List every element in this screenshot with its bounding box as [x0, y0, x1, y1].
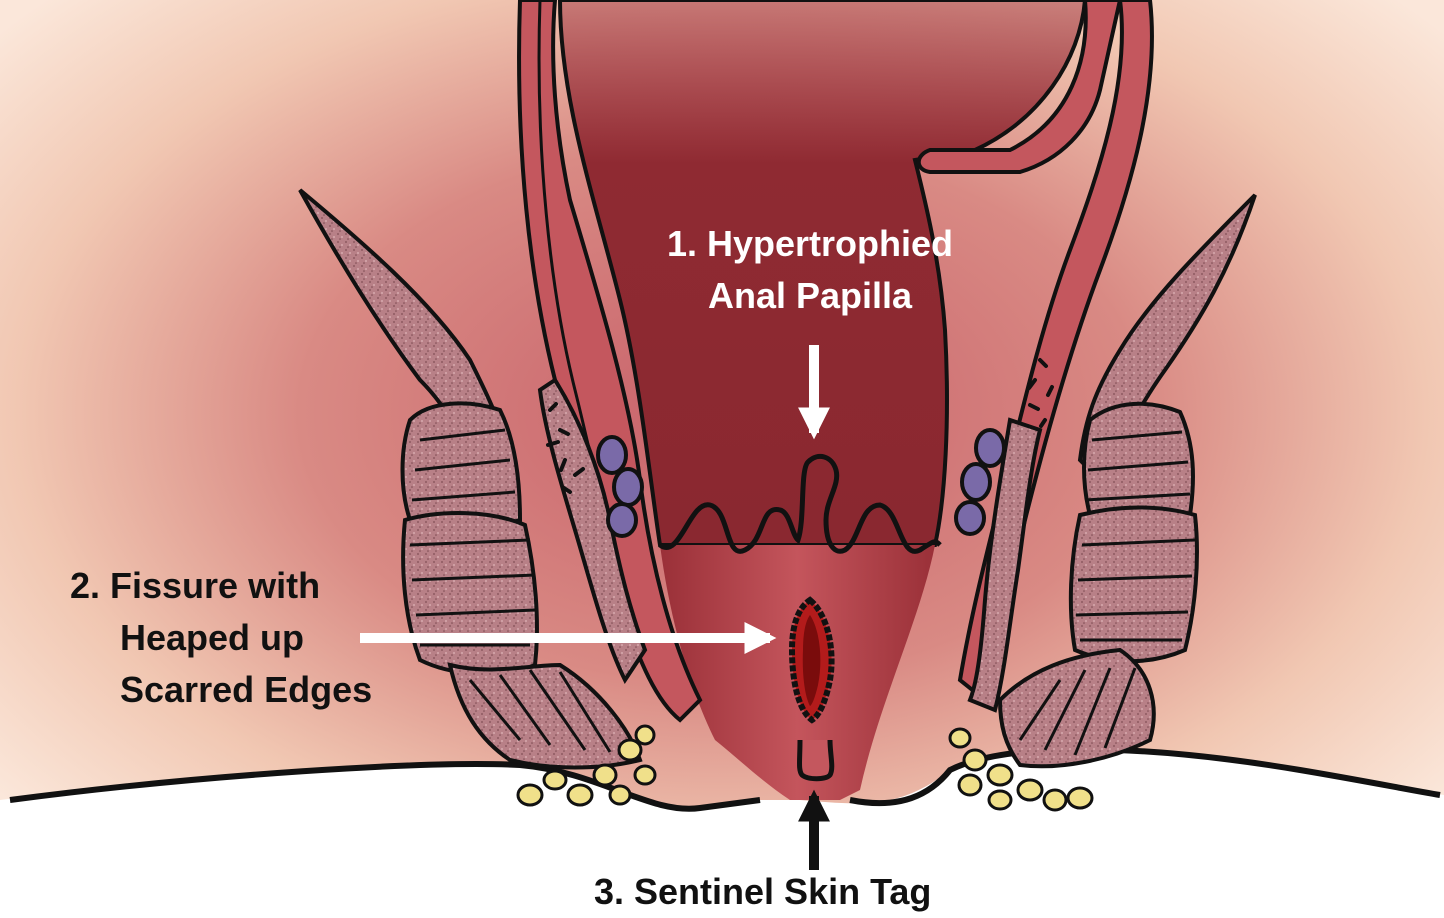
- papilla-label: 1. Hypertrophied Anal Papilla: [610, 218, 1010, 322]
- fissure-label: 2. Fissure with Heaped up Scarred Edges: [70, 560, 372, 716]
- right-external-sphincter-mid: [1071, 508, 1197, 662]
- vessel-left-2: [614, 469, 642, 505]
- sentinel-skin-tag: [800, 740, 832, 779]
- fissure-label-line3: Scarred Edges: [70, 664, 372, 716]
- papilla-label-line2: Anal Papilla: [610, 270, 1010, 322]
- vessel-right-3: [956, 502, 984, 534]
- fissure-label-line2: Heaped up: [70, 612, 372, 664]
- vessel-right-2: [962, 464, 990, 500]
- skin-tag-label: 3. Sentinel Skin Tag: [594, 866, 931, 918]
- vessel-left-3: [608, 504, 636, 536]
- fissure-label-line1: 2. Fissure with: [70, 560, 372, 612]
- papilla-label-line1: 1. Hypertrophied: [610, 218, 1010, 270]
- vessel-right-1: [976, 430, 1004, 466]
- vessel-left-1: [598, 437, 626, 473]
- skin-tag-label-line1: 3. Sentinel Skin Tag: [594, 866, 931, 918]
- left-external-sphincter-mid: [403, 513, 537, 674]
